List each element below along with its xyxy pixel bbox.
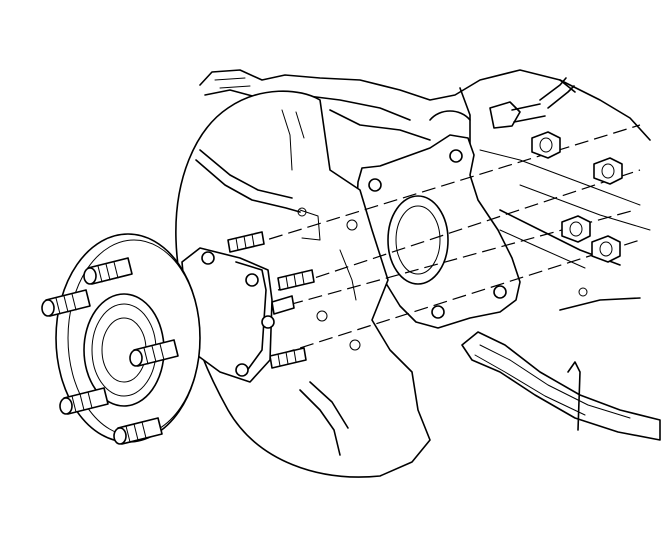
mounting-bolt xyxy=(269,347,307,369)
retaining-nut xyxy=(593,157,623,185)
mounting-bolt xyxy=(227,231,265,253)
wheel-stud xyxy=(41,289,91,317)
alignment-lines xyxy=(249,124,641,361)
retaining-nuts xyxy=(531,131,623,263)
hub-and-bearing-assembly xyxy=(55,233,275,443)
mounting-bolt xyxy=(277,269,315,291)
wheel-stud xyxy=(129,339,179,367)
lower-control-arm xyxy=(461,331,661,441)
wheel-stud xyxy=(83,257,133,285)
retaining-nut xyxy=(591,235,621,263)
wheel-studs xyxy=(41,257,179,445)
knuckle-mounting-flange xyxy=(355,134,521,329)
wheel-stud xyxy=(113,417,163,445)
retaining-nut xyxy=(531,131,561,159)
mounting-bolts xyxy=(227,231,315,369)
retaining-nut xyxy=(561,215,591,243)
wheel-stud xyxy=(59,387,109,415)
mounting-bolt xyxy=(271,295,295,315)
brake-line-fitting xyxy=(489,77,576,129)
